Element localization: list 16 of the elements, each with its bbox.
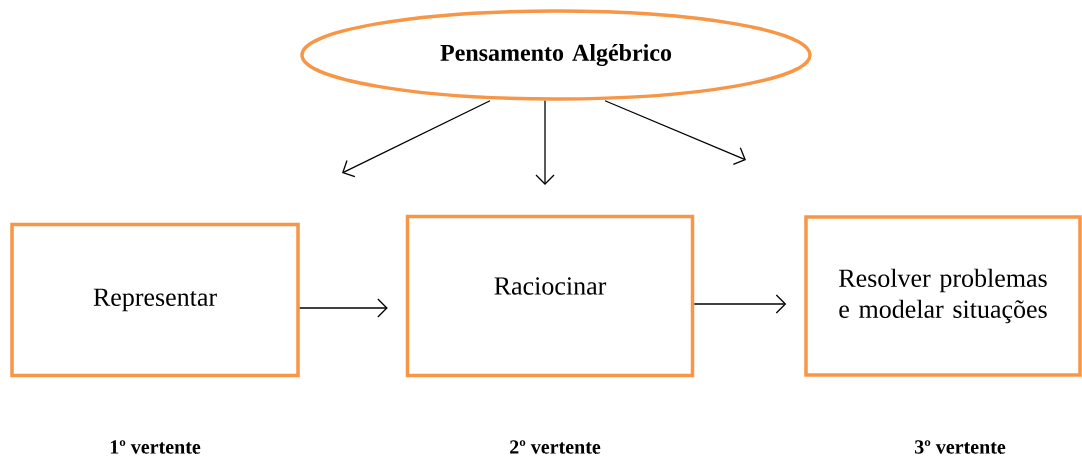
process-box xyxy=(10,222,300,378)
concept-ellipse xyxy=(300,9,812,101)
arrow xyxy=(535,100,555,185)
node-label: 3º vertente xyxy=(915,440,1006,454)
node-text: Raciocinar xyxy=(494,277,607,295)
process-box xyxy=(804,215,1082,377)
arrow xyxy=(299,298,388,318)
node-label: 2º vertente xyxy=(510,440,601,454)
arrow xyxy=(604,100,746,166)
process-box xyxy=(405,214,695,378)
arrow xyxy=(342,100,491,178)
node-text: Resolver problemas e modelar situações xyxy=(839,268,1047,324)
node-label: 1º vertente xyxy=(110,440,201,454)
node-text: Pensamento Algébrico xyxy=(440,44,672,66)
node-text: Representar xyxy=(93,288,217,312)
arrow xyxy=(693,294,787,314)
